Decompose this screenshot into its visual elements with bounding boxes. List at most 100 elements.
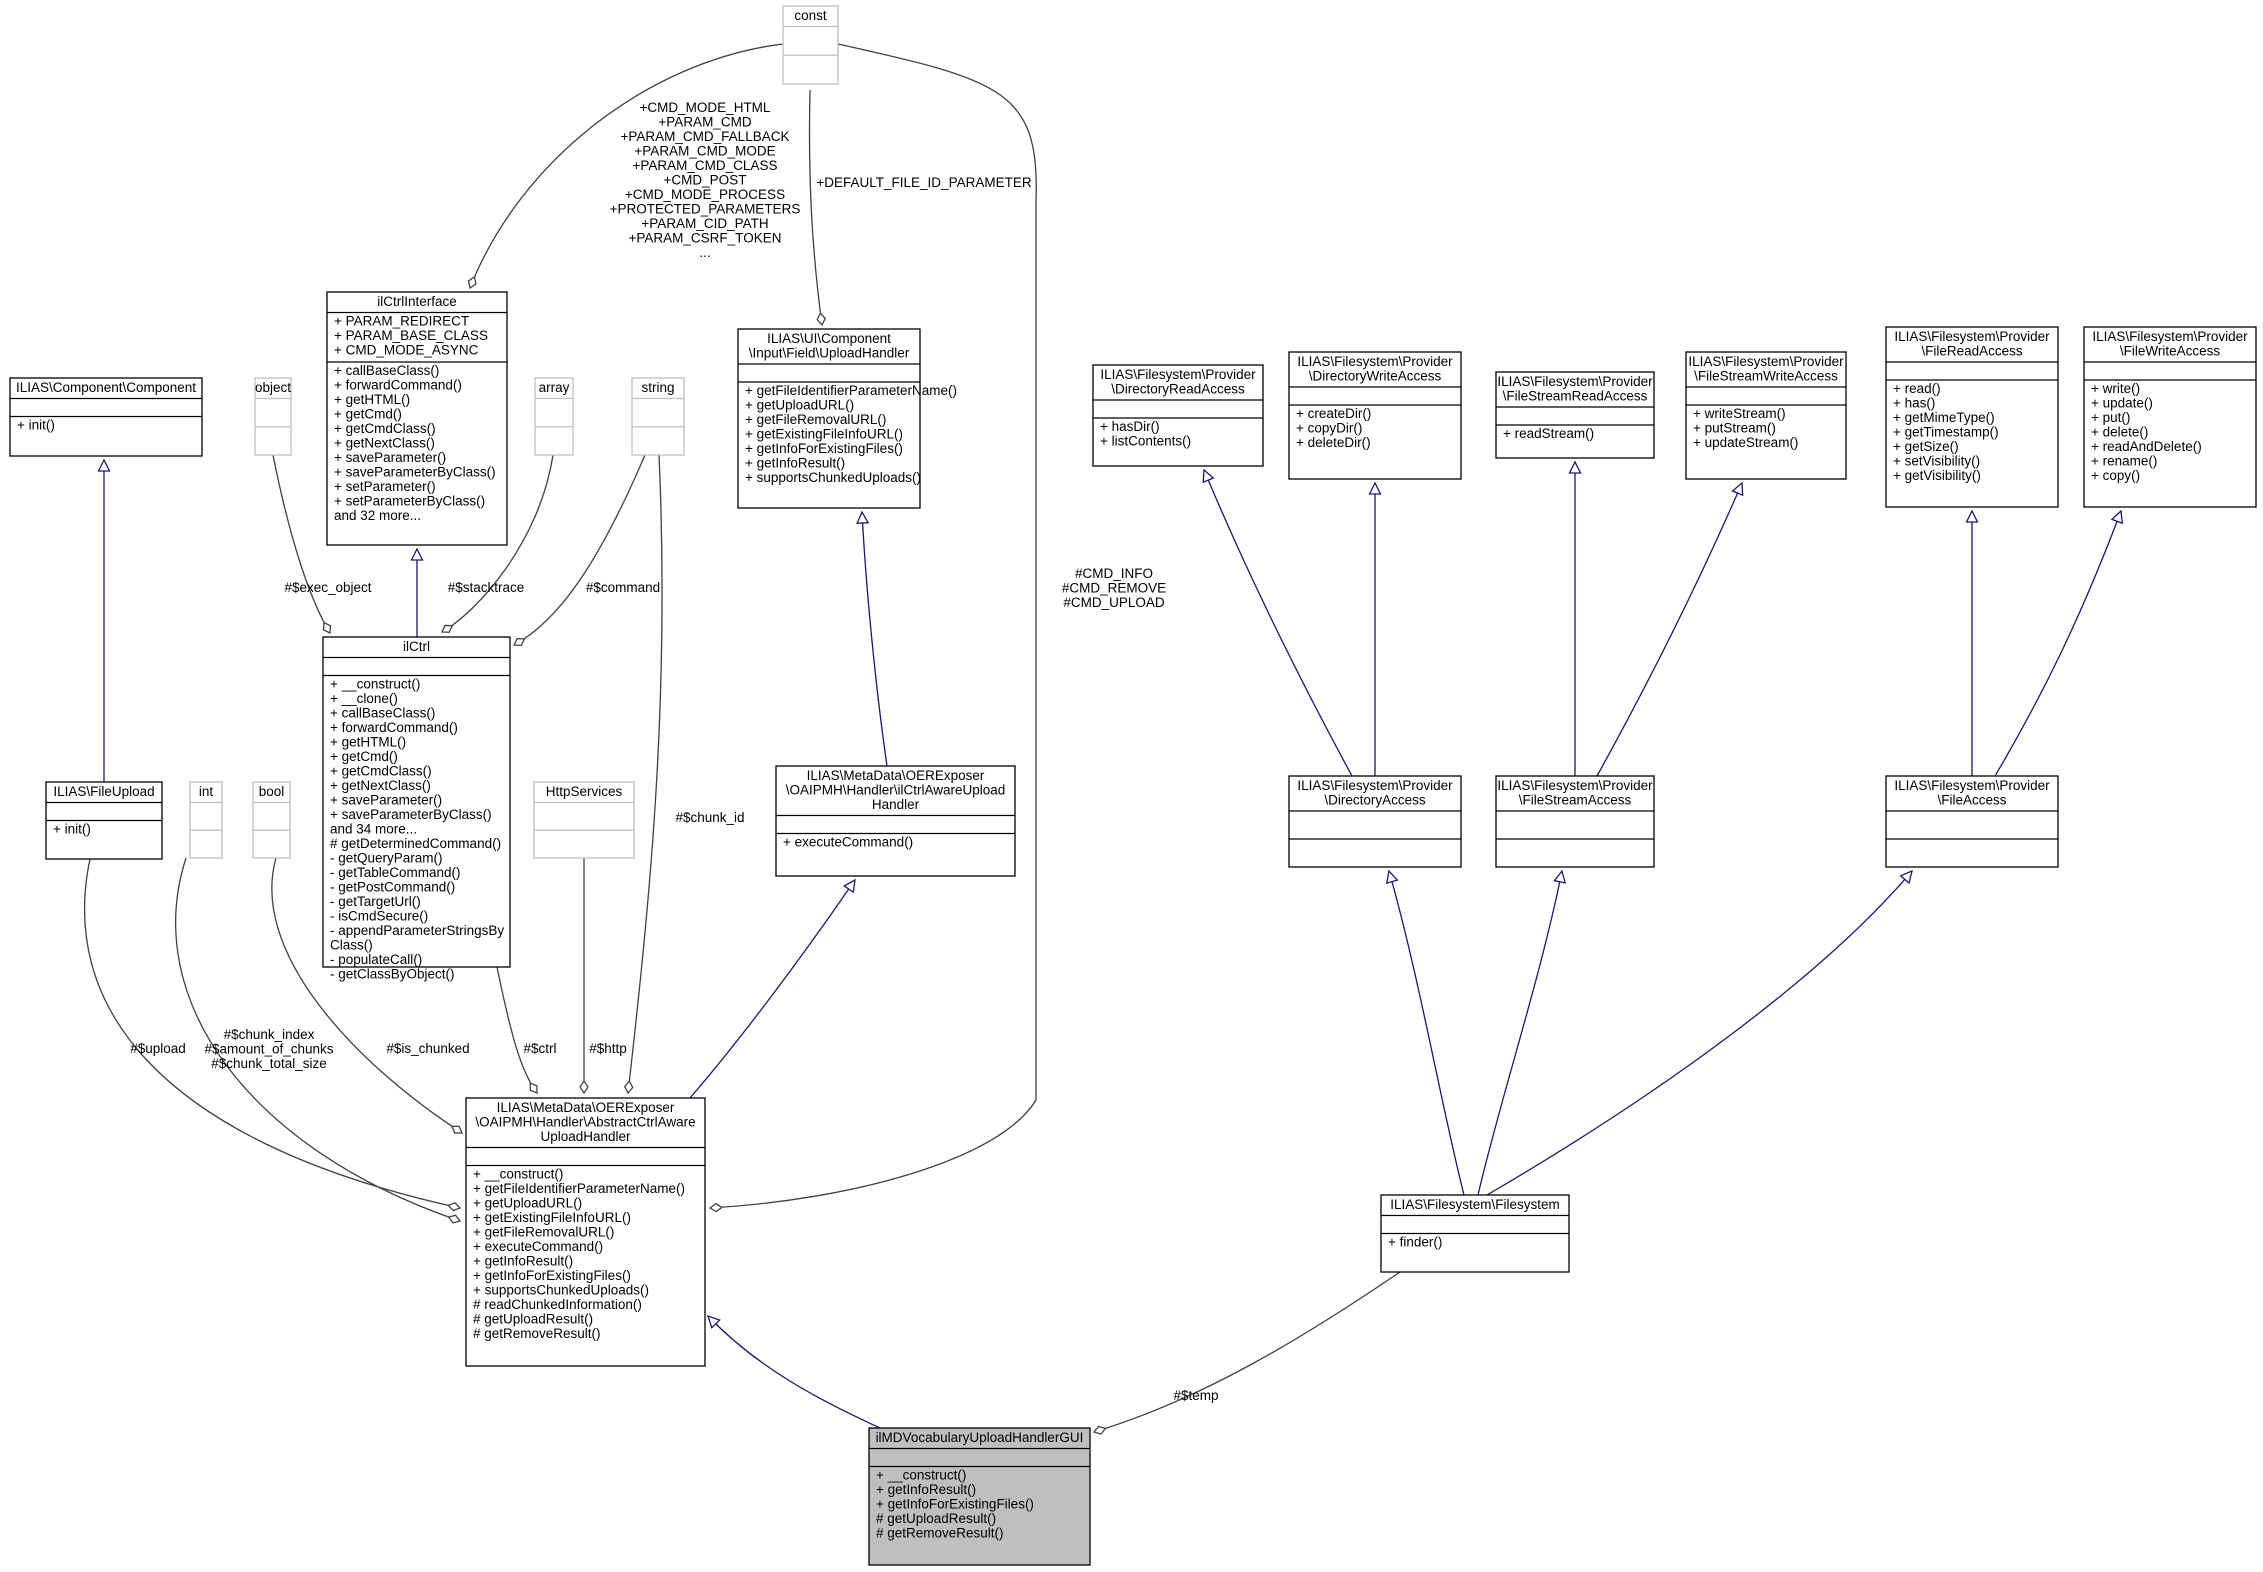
class-fileRead[interactable]: ILIAS\Filesystem\Provider\FileReadAccess… (1885, 326, 2059, 508)
class-title-line: ILIAS\UI\Component (767, 331, 891, 346)
edge-label: #$temp (1173, 1388, 1218, 1403)
class-title-line: \OAIPMH\Handler\ilCtrlAwareUpload (786, 783, 1006, 798)
class-box (189, 781, 223, 859)
edge-label-line: #CMD_INFO (1075, 566, 1153, 581)
class-ilCtrlInterface[interactable]: ilCtrlInterface+ PARAM_REDIRECT+ PARAM_B… (326, 291, 508, 546)
operation: + getFileRemovalURL() (745, 412, 886, 427)
edge-array-ilctrl (441, 454, 554, 633)
aggregation-diamond (708, 1202, 724, 1213)
class-box (533, 781, 635, 859)
class-title: bool (259, 784, 285, 799)
class-uploadHandler[interactable]: ILIAS\UI\Component\Input\Field\UploadHan… (737, 328, 957, 509)
class-vocabGUI[interactable]: ilMDVocabularyUploadHandlerGUI+ __constr… (868, 1427, 1091, 1566)
operation: - appendParameterStringsBy (330, 923, 504, 938)
edge-label: #$chunk_index#$amount_of_chunks#$chunk_t… (204, 1027, 333, 1071)
operation: + listContents() (1100, 434, 1191, 449)
operation: + init() (17, 418, 55, 433)
class-bool[interactable]: bool (252, 781, 291, 859)
operation: + getCmdClass() (334, 421, 436, 436)
class-component[interactable]: ILIAS\Component\Component+ init() (9, 377, 203, 457)
class-dirRead[interactable]: ILIAS\Filesystem\Provider\DirectoryReadA… (1092, 364, 1264, 467)
edge-line (1486, 870, 1913, 1196)
operation: + getNextClass() (330, 778, 431, 793)
operation: + copyDir() (1296, 421, 1362, 436)
operation: + setParameter() (334, 479, 436, 494)
class-ilCtrl[interactable]: ilCtrl+ __construct()+ __clone()+ callBa… (322, 636, 511, 982)
edge-line (272, 454, 331, 634)
class-streamWrite[interactable]: ILIAS\Filesystem\Provider\FileStreamWrit… (1685, 351, 1847, 480)
class-title: ILIAS\FileUpload (53, 784, 154, 799)
aggregation-diamond (512, 637, 526, 647)
operation: + getCmdClass() (330, 764, 432, 779)
class-title: ILIAS\Filesystem\Provider\DirectoryAcces… (1297, 778, 1453, 808)
operation: and 32 more... (334, 508, 421, 523)
edge-line (271, 857, 463, 1134)
edge-line (707, 1315, 881, 1429)
class-fileWrite[interactable]: ILIAS\Filesystem\Provider\FileWriteAcces… (2083, 326, 2257, 508)
class-operations: + finder() (1388, 1235, 1442, 1250)
class-title-line: ILIAS\Filesystem\Filesystem (1390, 1197, 1560, 1212)
class-attributes: + PARAM_REDIRECT+ PARAM_BASE_CLASS+ CMD_… (334, 314, 488, 358)
class-object[interactable]: object (254, 377, 292, 456)
class-title-line: ILIAS\Filesystem\Provider (1688, 354, 1844, 369)
class-operations: + read()+ has()+ getMimeType()+ getTimes… (1893, 381, 1999, 483)
class-ctrlAware[interactable]: ILIAS\MetaData\OERExposer\OAIPMH\Handler… (775, 765, 1016, 877)
class-title-line: \Input\Field\UploadHandler (749, 346, 910, 361)
class-fileUpload[interactable]: ILIAS\FileUpload+ init() (45, 781, 163, 860)
edge-label: #$http (589, 1041, 627, 1056)
operation: + __construct() (330, 677, 420, 692)
class-box (326, 291, 508, 546)
class-title: ILIAS\Filesystem\Provider\FileReadAccess (1894, 329, 2050, 359)
class-streamRead[interactable]: ILIAS\Filesystem\Provider\FileStreamRead… (1495, 371, 1655, 459)
class-int[interactable]: int (189, 781, 223, 859)
class-httpServices[interactable]: HttpServices (533, 781, 635, 859)
edge-label: #CMD_INFO#CMD_REMOVE#CMD_UPLOAD (1062, 566, 1166, 610)
edge-label-line: #$chunk_id (675, 810, 744, 825)
edge-label-line: +CMD_MODE_HTML (640, 100, 771, 115)
edge-line (689, 879, 856, 1099)
edge-label-line: #$is_chunked (386, 1041, 469, 1056)
operation: + getInfoResult() (876, 1482, 976, 1497)
edge-streamread-streamaccess (1568, 460, 1582, 776)
class-title-line: array (539, 380, 570, 395)
class-title-line: \FileWriteAccess (2120, 344, 2221, 359)
operation: + copy() (2091, 468, 2140, 483)
operation: + saveParameterByClass() (334, 465, 496, 480)
edge-line (83, 858, 461, 1209)
edge-label-line: +PARAM_CSRF_TOKEN (629, 231, 782, 246)
edge-label-line: +PARAM_CMD_MODE (634, 144, 775, 159)
operation: + __construct() (473, 1167, 563, 1182)
class-array[interactable]: array (534, 377, 574, 456)
class-operations: + readStream() (1503, 426, 1594, 441)
class-title-line: \FileStreamWriteAccess (1694, 369, 1838, 384)
edge-label: #$ctrl (523, 1041, 556, 1056)
operation: and 34 more... (330, 822, 417, 837)
edge-line (627, 454, 663, 1094)
edge-object-ilctrl (272, 454, 332, 635)
class-title: ILIAS\Filesystem\Provider\DirectoryReadA… (1100, 367, 1256, 397)
class-operations: + __construct()+ getInfoResult()+ getInf… (876, 1468, 1034, 1541)
class-const[interactable]: const (782, 5, 839, 85)
class-dirWrite[interactable]: ILIAS\Filesystem\Provider\DirectoryWrite… (1288, 351, 1462, 480)
class-string[interactable]: string (631, 377, 685, 456)
edge-bool-abstract (271, 857, 463, 1134)
operation: + getVisibility() (1893, 468, 1981, 483)
class-box (1288, 775, 1462, 868)
class-filesystem[interactable]: ILIAS\Filesystem\Filesystem + finder() (1380, 1194, 1570, 1273)
class-streamAccess[interactable]: ILIAS\Filesystem\Provider\FileStreamAcce… (1495, 775, 1655, 868)
aggregation-diamond (579, 1079, 589, 1095)
class-title-line: ILIAS\Filesystem\Provider (1497, 374, 1653, 389)
class-fileAccess[interactable]: ILIAS\Filesystem\Provider\FileAccess (1885, 775, 2059, 868)
edge-label-line: #$http (589, 1041, 627, 1056)
class-dirAccess[interactable]: ILIAS\Filesystem\Provider\DirectoryAcces… (1288, 775, 1462, 868)
class-title-line: ILIAS\Filesystem\Provider (1894, 329, 2050, 344)
edge-string-abstract (623, 454, 663, 1095)
operation: + getNextClass() (334, 436, 435, 451)
class-title: ILIAS\Filesystem\Provider\FileStreamRead… (1497, 374, 1653, 404)
operation: + callBaseClass() (334, 363, 439, 378)
class-abstractHandler[interactable]: ILIAS\MetaData\OERExposer\OAIPMH\Handler… (465, 1097, 706, 1367)
edge-label-line: +CMD_MODE_PROCESS (625, 187, 785, 202)
aggregation-diamond (816, 311, 826, 327)
operation: + getTimestamp() (1893, 425, 1999, 440)
inheritance-arrowhead (1965, 509, 1979, 523)
